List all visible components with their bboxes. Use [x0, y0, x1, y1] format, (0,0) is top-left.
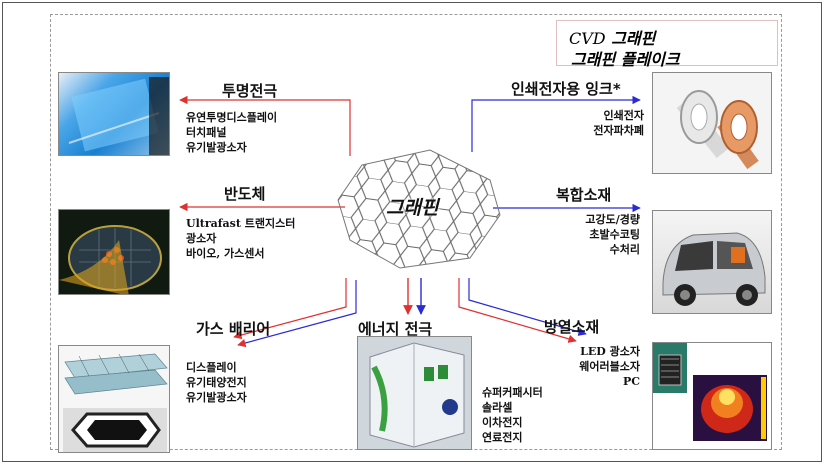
branch-title-composite: 복합소재 [556, 186, 612, 204]
led-thermal-image-icon [652, 342, 772, 450]
branch-title-transparent-electrode: 투명전극 [222, 82, 278, 100]
list-item: 연료전지 [482, 431, 523, 444]
semiconductor-wafer-photo-icon [58, 209, 170, 295]
arrow-heat-flake [468, 278, 587, 336]
legend-flake: 그래핀 플레이크 [571, 50, 680, 69]
branch-items-semiconductor: Ultrafast 트랜지스터 광소자 바이오, 가스센서 [186, 216, 295, 261]
branch-items-printed-ink: 인쇄전자 전자파차폐 [560, 108, 644, 138]
gas-barrier-film-icon [58, 345, 170, 453]
branch-title-semiconductor: 반도체 [224, 185, 266, 203]
list-item: 이차전지 [482, 416, 523, 429]
list-item: 고강도/경량 [585, 213, 640, 226]
list-item: 수처리 [609, 243, 640, 256]
branch-items-heat-dissipation: LED 광소자 웨어러블소자 PC [560, 344, 640, 389]
list-item: 초발수코팅 [589, 228, 640, 241]
branch-title-gas-barrier: 가스 배리어 [196, 320, 271, 338]
figure-frame [2, 2, 822, 462]
list-item: 유기태양전지 [186, 376, 247, 389]
arrow-gas-barrier-flake [237, 280, 357, 348]
branch-items-energy-electrode: 슈퍼커패시터 솔라셀 이차전지 연료전지 [482, 385, 543, 445]
list-item: 슈퍼커패시터 [482, 386, 543, 399]
energy-storage-cabinet-icon [357, 336, 472, 450]
legend: CVD 그래핀 그래핀 플레이크 [556, 20, 778, 69]
list-item: Ultrafast 트랜지스터 [186, 217, 296, 230]
list-item: 광소자 [186, 232, 217, 245]
list-item: 솔라셀 [482, 401, 513, 414]
graphene-sheet-icon [337, 149, 501, 269]
center-graphene-label: 그래핀 [386, 197, 439, 219]
arrow-gas-barrier-cvd [233, 278, 347, 340]
branch-items-gas-barrier: 디스플레이 유기태양전지 유기발광소자 [186, 360, 247, 405]
list-item: 유기발광소자 [186, 391, 247, 404]
list-item: 전자파차폐 [593, 124, 644, 137]
arrow-transparent-electrode [179, 95, 351, 156]
branch-items-transparent-electrode: 유연투명디스플레이 터치패널 유기발광소자 [186, 110, 277, 155]
arrow-printed-ink [471, 95, 641, 152]
list-item: 유연투명디스플레이 [186, 111, 278, 124]
list-item: PC [622, 375, 640, 388]
list-item: LED 광소자 [580, 345, 640, 358]
branch-title-heat-dissipation: 방열소재 [544, 318, 600, 336]
list-item: 웨어러블소자 [579, 360, 640, 373]
branch-title-energy-electrode: 에너지 전극 [358, 320, 433, 338]
list-item: 인쇄전자 [603, 109, 644, 122]
branch-items-composite: 고강도/경량 초발수코팅 수처리 [556, 212, 640, 257]
arrow-heat-cvd [458, 278, 577, 343]
conductive-tape-rolls-icon [652, 72, 772, 174]
list-item: 바이오, 가스센서 [186, 247, 265, 260]
flexible-display-photo-icon [58, 72, 170, 156]
composite-car-photo-icon [652, 210, 772, 314]
list-item: 유기발광소자 [186, 141, 247, 154]
branch-title-printed-ink: 인쇄전자용 잉크* [511, 80, 621, 98]
list-item: 터치패널 [186, 126, 227, 139]
list-item: 디스플레이 [186, 361, 237, 374]
legend-cvd: CVD 그래핀 [569, 29, 656, 48]
